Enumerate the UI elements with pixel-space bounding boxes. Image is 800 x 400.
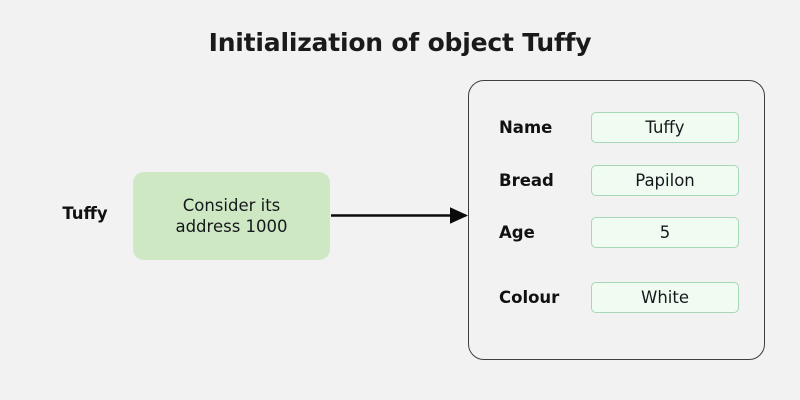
field-value-bread[interactable]: Papilon xyxy=(591,165,739,196)
field-row-colour: Colour White xyxy=(499,282,739,313)
field-value-age[interactable]: 5 xyxy=(591,217,739,248)
field-label-age: Age xyxy=(499,223,535,242)
field-label-colour: Colour xyxy=(499,288,560,307)
reference-arrow xyxy=(331,207,469,224)
field-row-age: Age 5 xyxy=(499,217,739,248)
address-note-box: Consider its address 1000 xyxy=(133,172,330,260)
page-title: Initialization of object Tuffy xyxy=(208,28,592,57)
field-label-name: Name xyxy=(499,118,553,137)
field-label-bread: Bread xyxy=(499,171,554,190)
field-value-colour[interactable]: White xyxy=(591,282,739,313)
field-value-name[interactable]: Tuffy xyxy=(591,112,739,143)
object-panel: Name Tuffy Bread Papilon Age 5 Colour Wh… xyxy=(468,80,765,360)
address-note-text: Consider its address 1000 xyxy=(175,195,288,236)
reference-variable-label: Tuffy xyxy=(62,204,108,223)
field-row-bread: Bread Papilon xyxy=(499,165,739,196)
field-row-name: Name Tuffy xyxy=(499,112,739,143)
